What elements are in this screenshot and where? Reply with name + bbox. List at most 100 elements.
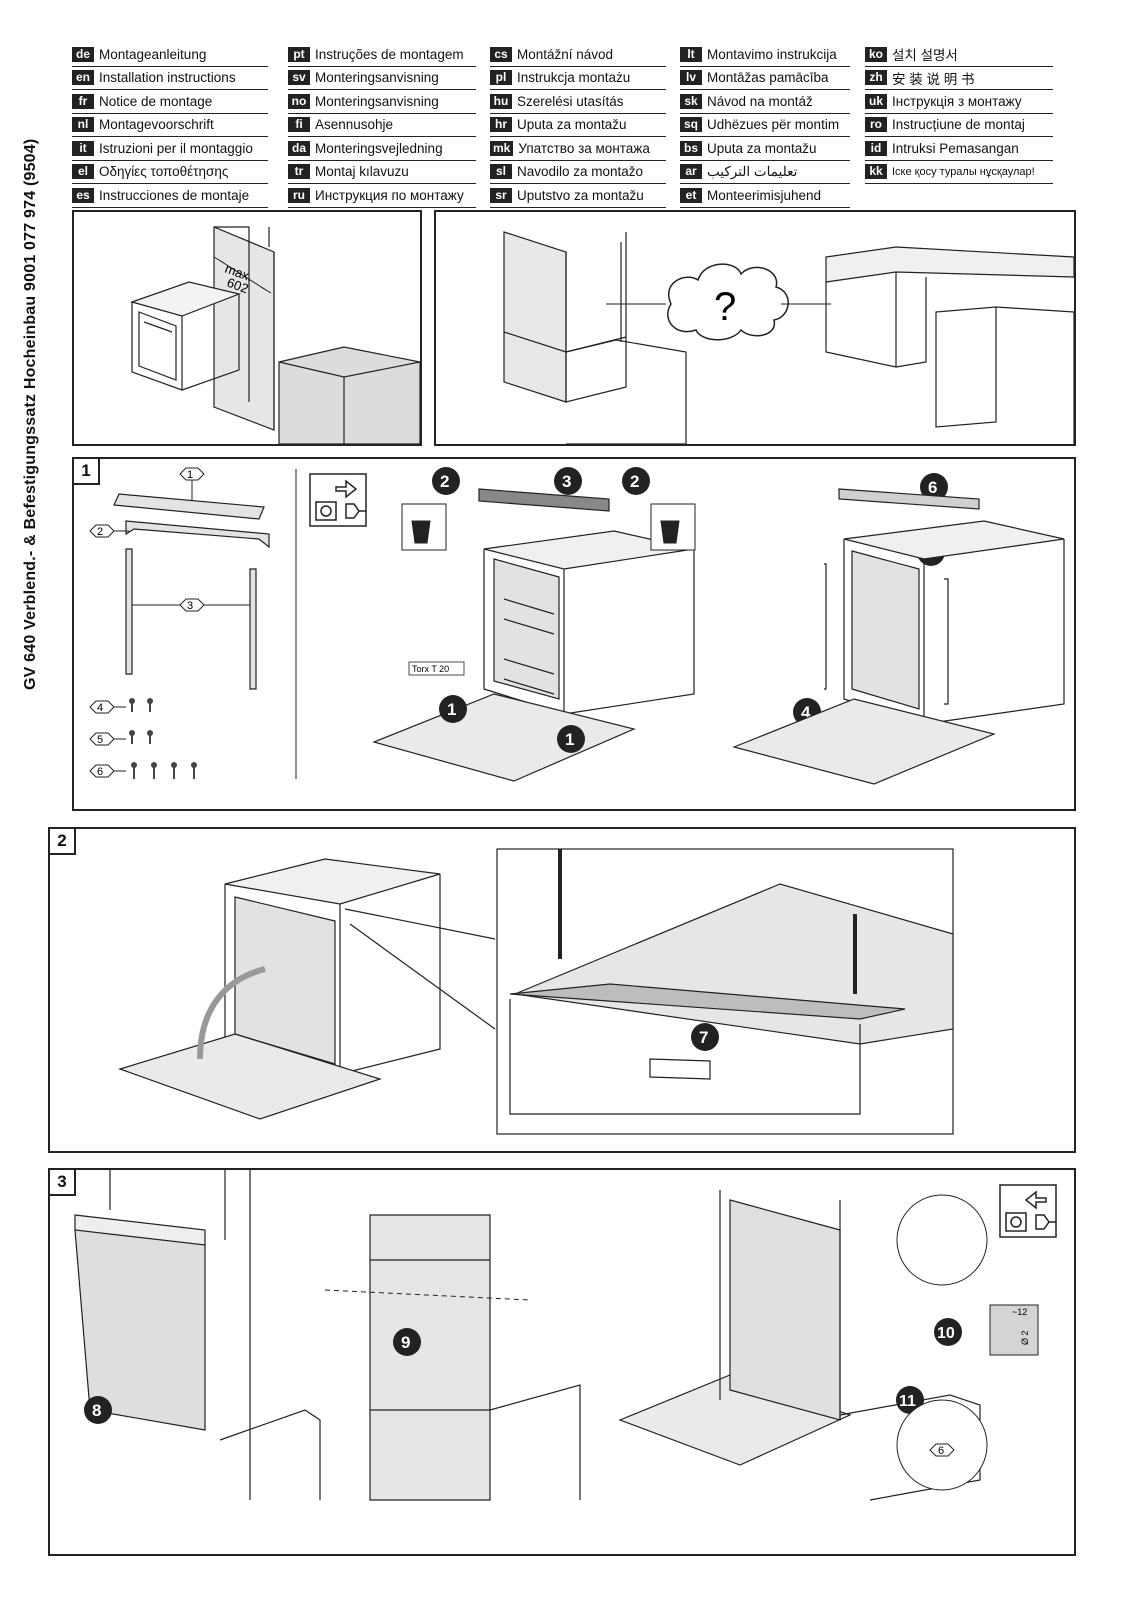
- svg-text:6: 6: [928, 478, 937, 497]
- language-code-badge: el: [72, 164, 94, 180]
- language-code-badge: ar: [680, 164, 702, 180]
- language-row: zh 安 装 说 明 书: [865, 67, 1053, 90]
- part-label-3: 3: [187, 600, 193, 612]
- language-label: Montāžas pamācība: [707, 70, 829, 86]
- language-code-badge: lt: [680, 46, 702, 62]
- language-code-badge: it: [72, 140, 94, 156]
- language-code-badge: pt: [288, 46, 310, 62]
- language-code-badge: en: [72, 70, 94, 86]
- svg-text:10: 10: [937, 1325, 955, 1342]
- document-side-title: GV 640 Verblend.- & Befestigungssatz Hoc…: [22, 138, 39, 690]
- language-row: fi Asennusohje: [288, 114, 476, 137]
- question-cloud-icon: [667, 263, 789, 341]
- language-code-badge: zh: [865, 70, 887, 86]
- max-value: 602: [225, 275, 251, 297]
- cabinet-choice-illustration: ?: [503, 231, 1075, 445]
- part-label-6: 6: [97, 766, 103, 778]
- language-code-badge: sk: [680, 93, 702, 109]
- language-code-badge: ru: [288, 187, 310, 203]
- svg-text:4: 4: [801, 703, 811, 722]
- language-label: Montavimo instrukcija: [707, 46, 837, 62]
- svg-text:3: 3: [562, 472, 571, 491]
- language-label: Montagevoorschrift: [99, 117, 214, 133]
- dishwasher-niche-illustration: max. 602: [130, 226, 421, 445]
- language-code-badge: cs: [490, 46, 512, 62]
- language-label: Szerelési utasítás: [517, 93, 624, 109]
- language-code-badge: ro: [865, 117, 887, 133]
- language-label: Notice de montage: [99, 93, 213, 109]
- svg-text:2: 2: [630, 472, 639, 491]
- dishwasher-attach-parts: [732, 488, 1065, 785]
- language-label: Instrucțiune de montaj: [892, 117, 1025, 133]
- language-code-badge: et: [680, 187, 702, 203]
- language-label: Іске қосу туралы нұсқаулар!: [892, 165, 1035, 178]
- step-2-panel: 2 7: [48, 827, 1076, 1153]
- language-label: Istruzioni per il montaggio: [99, 140, 253, 156]
- language-label: Uputa za montažu: [517, 117, 627, 133]
- language-code-badge: tr: [288, 164, 310, 180]
- language-row: ro Instrucțiune de montaj: [865, 114, 1053, 137]
- language-code-badge: id: [865, 140, 887, 156]
- callout-7: [691, 1023, 719, 1051]
- language-code-badge: da: [288, 140, 310, 156]
- svg-text:9: 9: [401, 1333, 410, 1352]
- unplug-power-icon: [309, 473, 367, 527]
- language-label: Uputa za montažu: [707, 140, 817, 156]
- language-label: Intruksi Pemasangan: [892, 140, 1019, 156]
- language-label: Installation instructions: [99, 70, 236, 86]
- language-label: Udhëzues për montim: [707, 117, 840, 133]
- dishwasher-remove-parts: [372, 488, 695, 782]
- language-label: Asennusohje: [315, 117, 394, 133]
- step-3-panel: 3 8 9 10 11: [48, 1168, 1076, 1556]
- height-alignment-line: [324, 1289, 531, 1301]
- svg-text:1: 1: [565, 730, 574, 749]
- step-number: 1: [72, 457, 100, 485]
- svg-text:7: 7: [699, 1028, 708, 1047]
- language-code-badge: es: [72, 187, 94, 203]
- language-label: Instrukcja montażu: [517, 70, 631, 86]
- language-code-badge: sq: [680, 117, 702, 133]
- language-row: en Installation instructions: [72, 67, 268, 90]
- unplug-power-icon: [999, 1184, 1057, 1238]
- language-row: sq Udhëzues për montim: [680, 114, 850, 137]
- language-code-badge: ko: [865, 46, 887, 62]
- language-label: 安 装 说 明 书: [892, 71, 975, 87]
- svg-text:1: 1: [447, 700, 456, 719]
- svg-text:8: 8: [92, 1401, 101, 1420]
- language-code-badge: uk: [865, 93, 887, 109]
- question-mark: ?: [714, 285, 736, 329]
- language-code-badge: hr: [490, 117, 512, 133]
- language-label: Montážní návod: [517, 46, 614, 62]
- step-number: 3: [48, 1168, 76, 1196]
- step-2-illustration: 7: [118, 848, 954, 1135]
- language-label: Monteringsanvisning: [315, 93, 439, 109]
- language-code-badge: fi: [288, 117, 310, 133]
- step-3-callouts: 8 9 10 11: [84, 1318, 962, 1424]
- torx-label: Torx T 20: [412, 664, 449, 674]
- part-label-4: 4: [97, 702, 103, 714]
- language-code-badge: no: [288, 93, 310, 109]
- language-row: tr Montaj kılavuzu: [288, 161, 476, 184]
- language-label: Montaj kılavuzu: [315, 164, 409, 180]
- drill-detail-circle: [896, 1194, 988, 1286]
- part-label-2: 2: [97, 526, 103, 538]
- part-label-6: 6: [938, 1445, 944, 1457]
